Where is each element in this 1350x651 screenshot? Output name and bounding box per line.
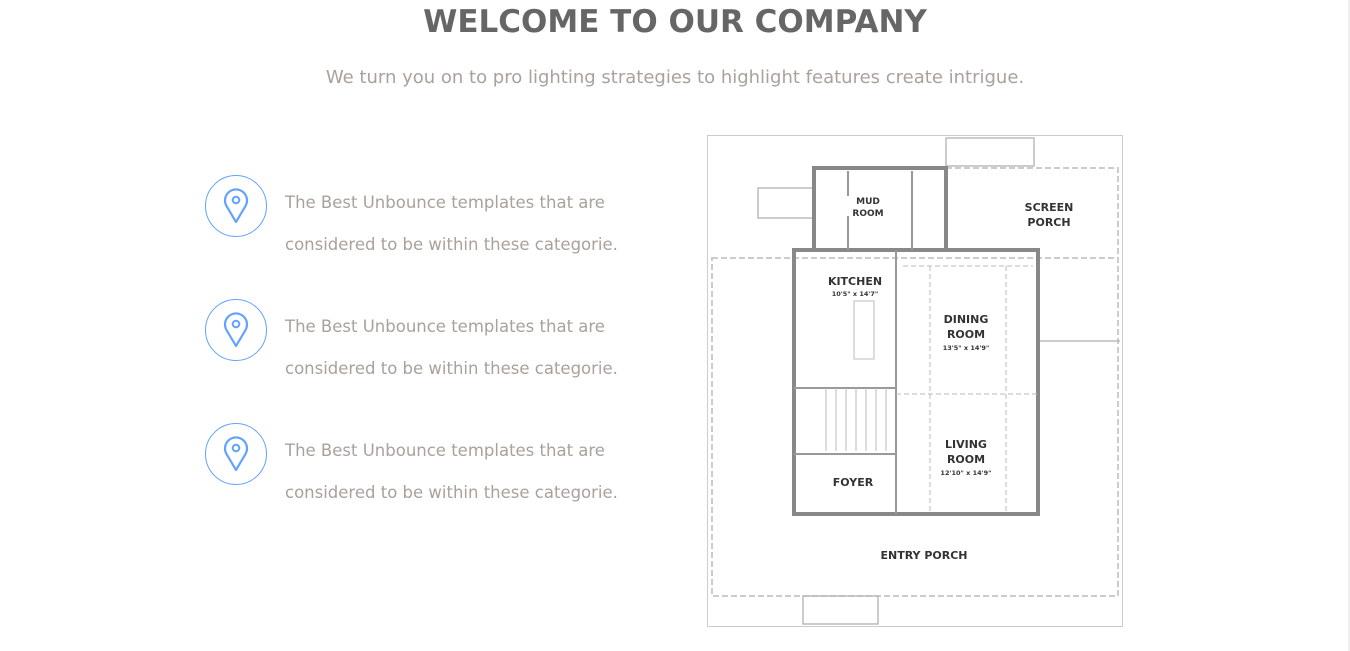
screen-porch-label: PORCH xyxy=(1027,216,1070,229)
feature-line: considered to be within these categorie. xyxy=(285,359,618,378)
room-labels: MUD ROOM SCREEN PORCH KITCHEN 10'5" x 14… xyxy=(828,197,1073,562)
feature-line: considered to be within these categorie. xyxy=(285,235,618,254)
page-edge xyxy=(1348,0,1350,651)
mud-room-label: ROOM xyxy=(852,209,883,219)
entry-porch-label: ENTRY PORCH xyxy=(880,549,967,562)
dining-label: ROOM xyxy=(947,328,985,341)
feature-item: The Best Unbounce templates that are cons… xyxy=(205,423,645,513)
living-label: LIVING xyxy=(945,438,987,451)
feature-line: considered to be within these categorie. xyxy=(285,483,618,502)
map-pin-icon xyxy=(205,299,267,361)
dining-dims: 13'5" x 14'9" xyxy=(943,344,990,352)
floor-plan-image: MUD ROOM SCREEN PORCH KITCHEN 10'5" x 14… xyxy=(707,135,1123,627)
mud-room-label: MUD xyxy=(856,197,880,207)
living-dims: 12'10" x 14'9" xyxy=(940,469,991,477)
dining-label: DINING xyxy=(944,313,989,326)
feature-line: The Best Unbounce templates that are xyxy=(285,317,605,336)
kitchen-dims: 10'5" x 14'7" xyxy=(832,290,879,298)
feature-line: The Best Unbounce templates that are xyxy=(285,193,605,212)
kitchen-label: KITCHEN xyxy=(828,275,882,288)
page-subtitle: We turn you on to pro lighting strategie… xyxy=(325,67,1025,88)
feature-line: The Best Unbounce templates that are xyxy=(285,441,605,460)
living-label: ROOM xyxy=(947,453,985,466)
page-title: WELCOME TO OUR COMPANY xyxy=(423,4,927,40)
map-pin-icon xyxy=(205,423,267,485)
screen-porch-label: SCREEN xyxy=(1025,201,1074,214)
feature-item: The Best Unbounce templates that are cons… xyxy=(205,175,645,265)
foyer-label: FOYER xyxy=(833,476,874,489)
feature-item: The Best Unbounce templates that are cons… xyxy=(205,299,645,389)
map-pin-icon xyxy=(205,175,267,237)
